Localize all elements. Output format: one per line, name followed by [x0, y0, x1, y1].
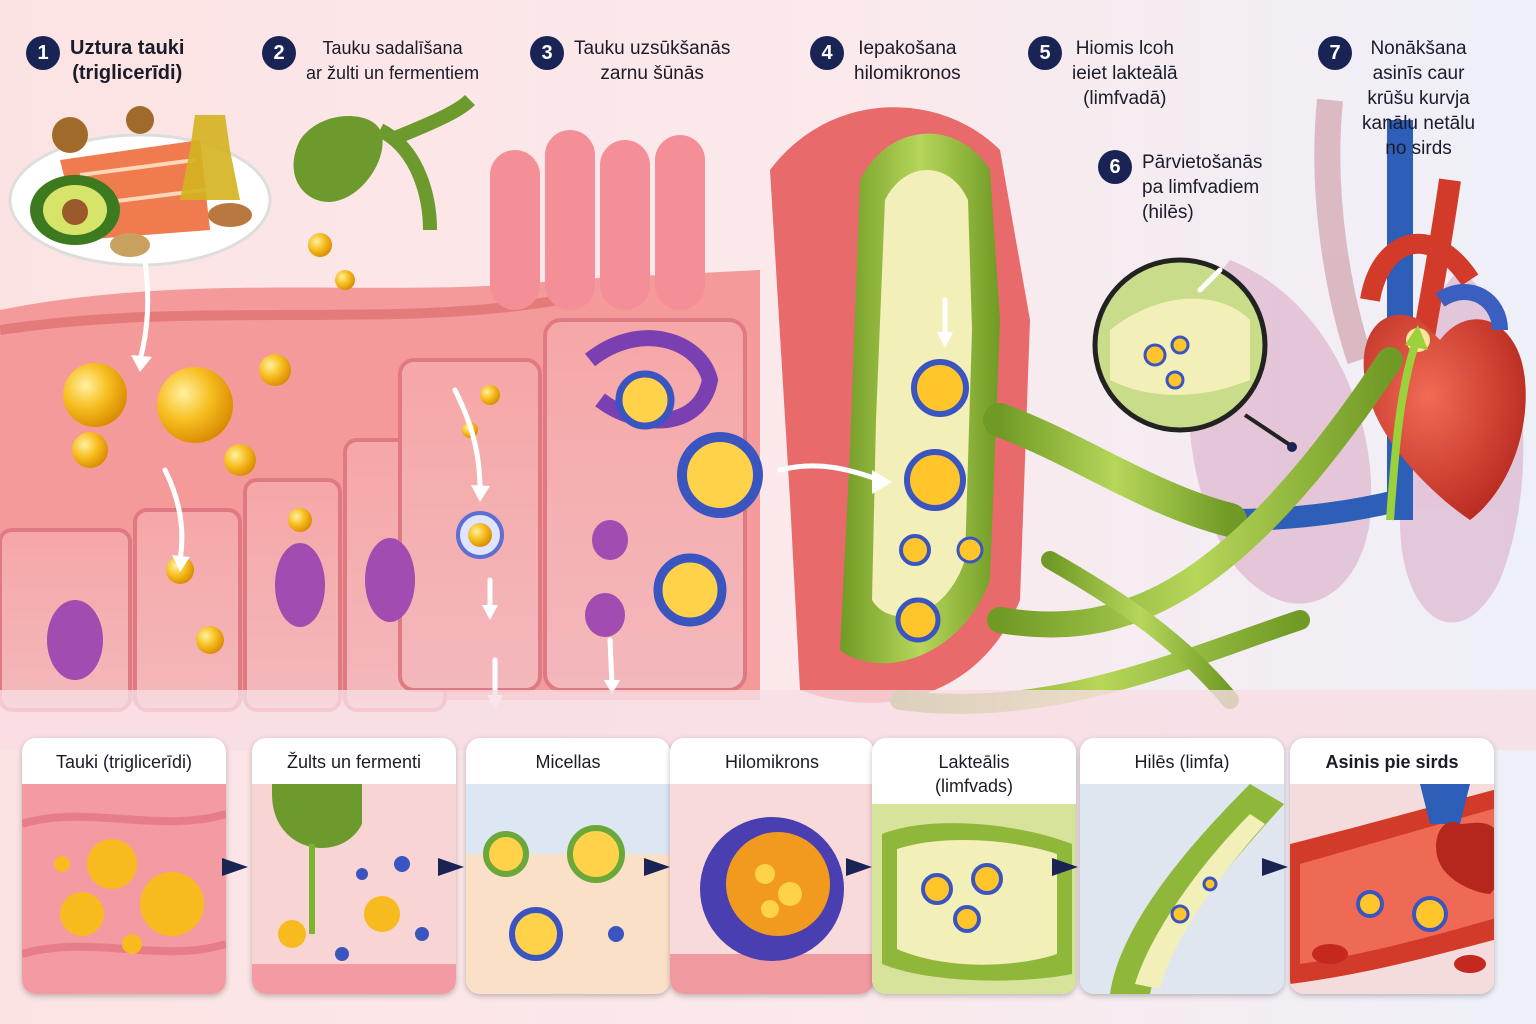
- step-4-badge: 4: [810, 36, 844, 70]
- panel-bile: Žults un fermenti: [252, 738, 456, 994]
- step-6-label: Pārvietošanās pa limfvadiem (hilēs): [1142, 152, 1263, 223]
- micelles-image: [466, 784, 670, 994]
- panel-chylomicron: Hilomikrons: [670, 738, 874, 994]
- step-6: 6 Pārvietošanās pa limfvadiem (hilēs): [1098, 150, 1262, 225]
- step-4-label: Iepakošana hilomikronos: [854, 38, 961, 84]
- panel-lacteal: Lakteālis (limfvads): [872, 738, 1076, 994]
- step-5-label: Hiomis lcoh ieiet lakteālā (limfvadā): [1072, 38, 1178, 109]
- panel-chyle: Hilēs (limfa): [1080, 738, 1284, 994]
- step-5-badge: 5: [1028, 36, 1062, 70]
- step-5: 5 Hiomis lcoh ieiet lakteālā (limfvadā): [1028, 36, 1178, 111]
- step-7-label: Nonākšana asinīs caur krūšu kurvja kanāl…: [1362, 38, 1476, 159]
- bile-enzymes-image: [252, 784, 456, 994]
- step-1: 1 Uztura tauki (triglicerīdi): [26, 36, 184, 86]
- chylomicron-image: [670, 784, 874, 994]
- step-2: 2 Tauku sadalīšana ar žulti un fermentie…: [262, 36, 479, 86]
- step-3: 3 Tauku uzsūkšanās zarnu šūnās: [530, 36, 730, 86]
- panel-micelles: Micellas: [466, 738, 670, 994]
- arrow-right-icon: [1262, 858, 1288, 876]
- chyle-image: [1080, 784, 1284, 994]
- arrow-right-icon: [1052, 858, 1078, 876]
- lacteal-image: [872, 804, 1076, 994]
- arrow-right-icon: [438, 858, 464, 876]
- panel-fats: Tauki (triglicerīdi): [22, 738, 226, 994]
- panel-chyle-title: Hilēs (limfa): [1134, 752, 1230, 772]
- arrow-right-icon: [644, 858, 670, 876]
- panel-chylomicron-title: Hilomikrons: [724, 752, 820, 772]
- step-4: 4 Iepakošana hilomikronos: [810, 36, 961, 86]
- panel-fats-title: Tauki (triglicerīdi): [55, 752, 193, 772]
- panel-bile-title: Žults un fermenti: [286, 752, 422, 772]
- panel-blood: Asinis pie sirds: [1290, 738, 1494, 994]
- arrow-right-icon: [846, 858, 872, 876]
- blood-heart-image: [1290, 784, 1494, 994]
- fat-droplets-image: [22, 784, 226, 994]
- step-1-badge: 1: [26, 36, 60, 70]
- step-6-badge: 6: [1098, 150, 1132, 184]
- step-7: 7 Nonākšana asinīs caur krūšu kurvja kan…: [1318, 36, 1475, 161]
- step-1-label: Uztura tauki (triglicerīdi): [70, 37, 185, 84]
- step-3-badge: 3: [530, 36, 564, 70]
- step-3-label: Tauku uzsūkšanās zarnu šūnās: [574, 38, 731, 84]
- panel-blood-title: Asinis pie sirds: [1325, 752, 1459, 772]
- step-2-label: Tauku sadalīšana ar žulti un fermentiem: [306, 38, 480, 83]
- panel-lacteal-title: Lakteālis (limfvads): [934, 752, 1013, 796]
- step-7-badge: 7: [1318, 36, 1352, 70]
- arrow-right-icon: [222, 858, 248, 876]
- panel-micelles-title: Micellas: [535, 752, 601, 772]
- step-2-badge: 2: [262, 36, 296, 70]
